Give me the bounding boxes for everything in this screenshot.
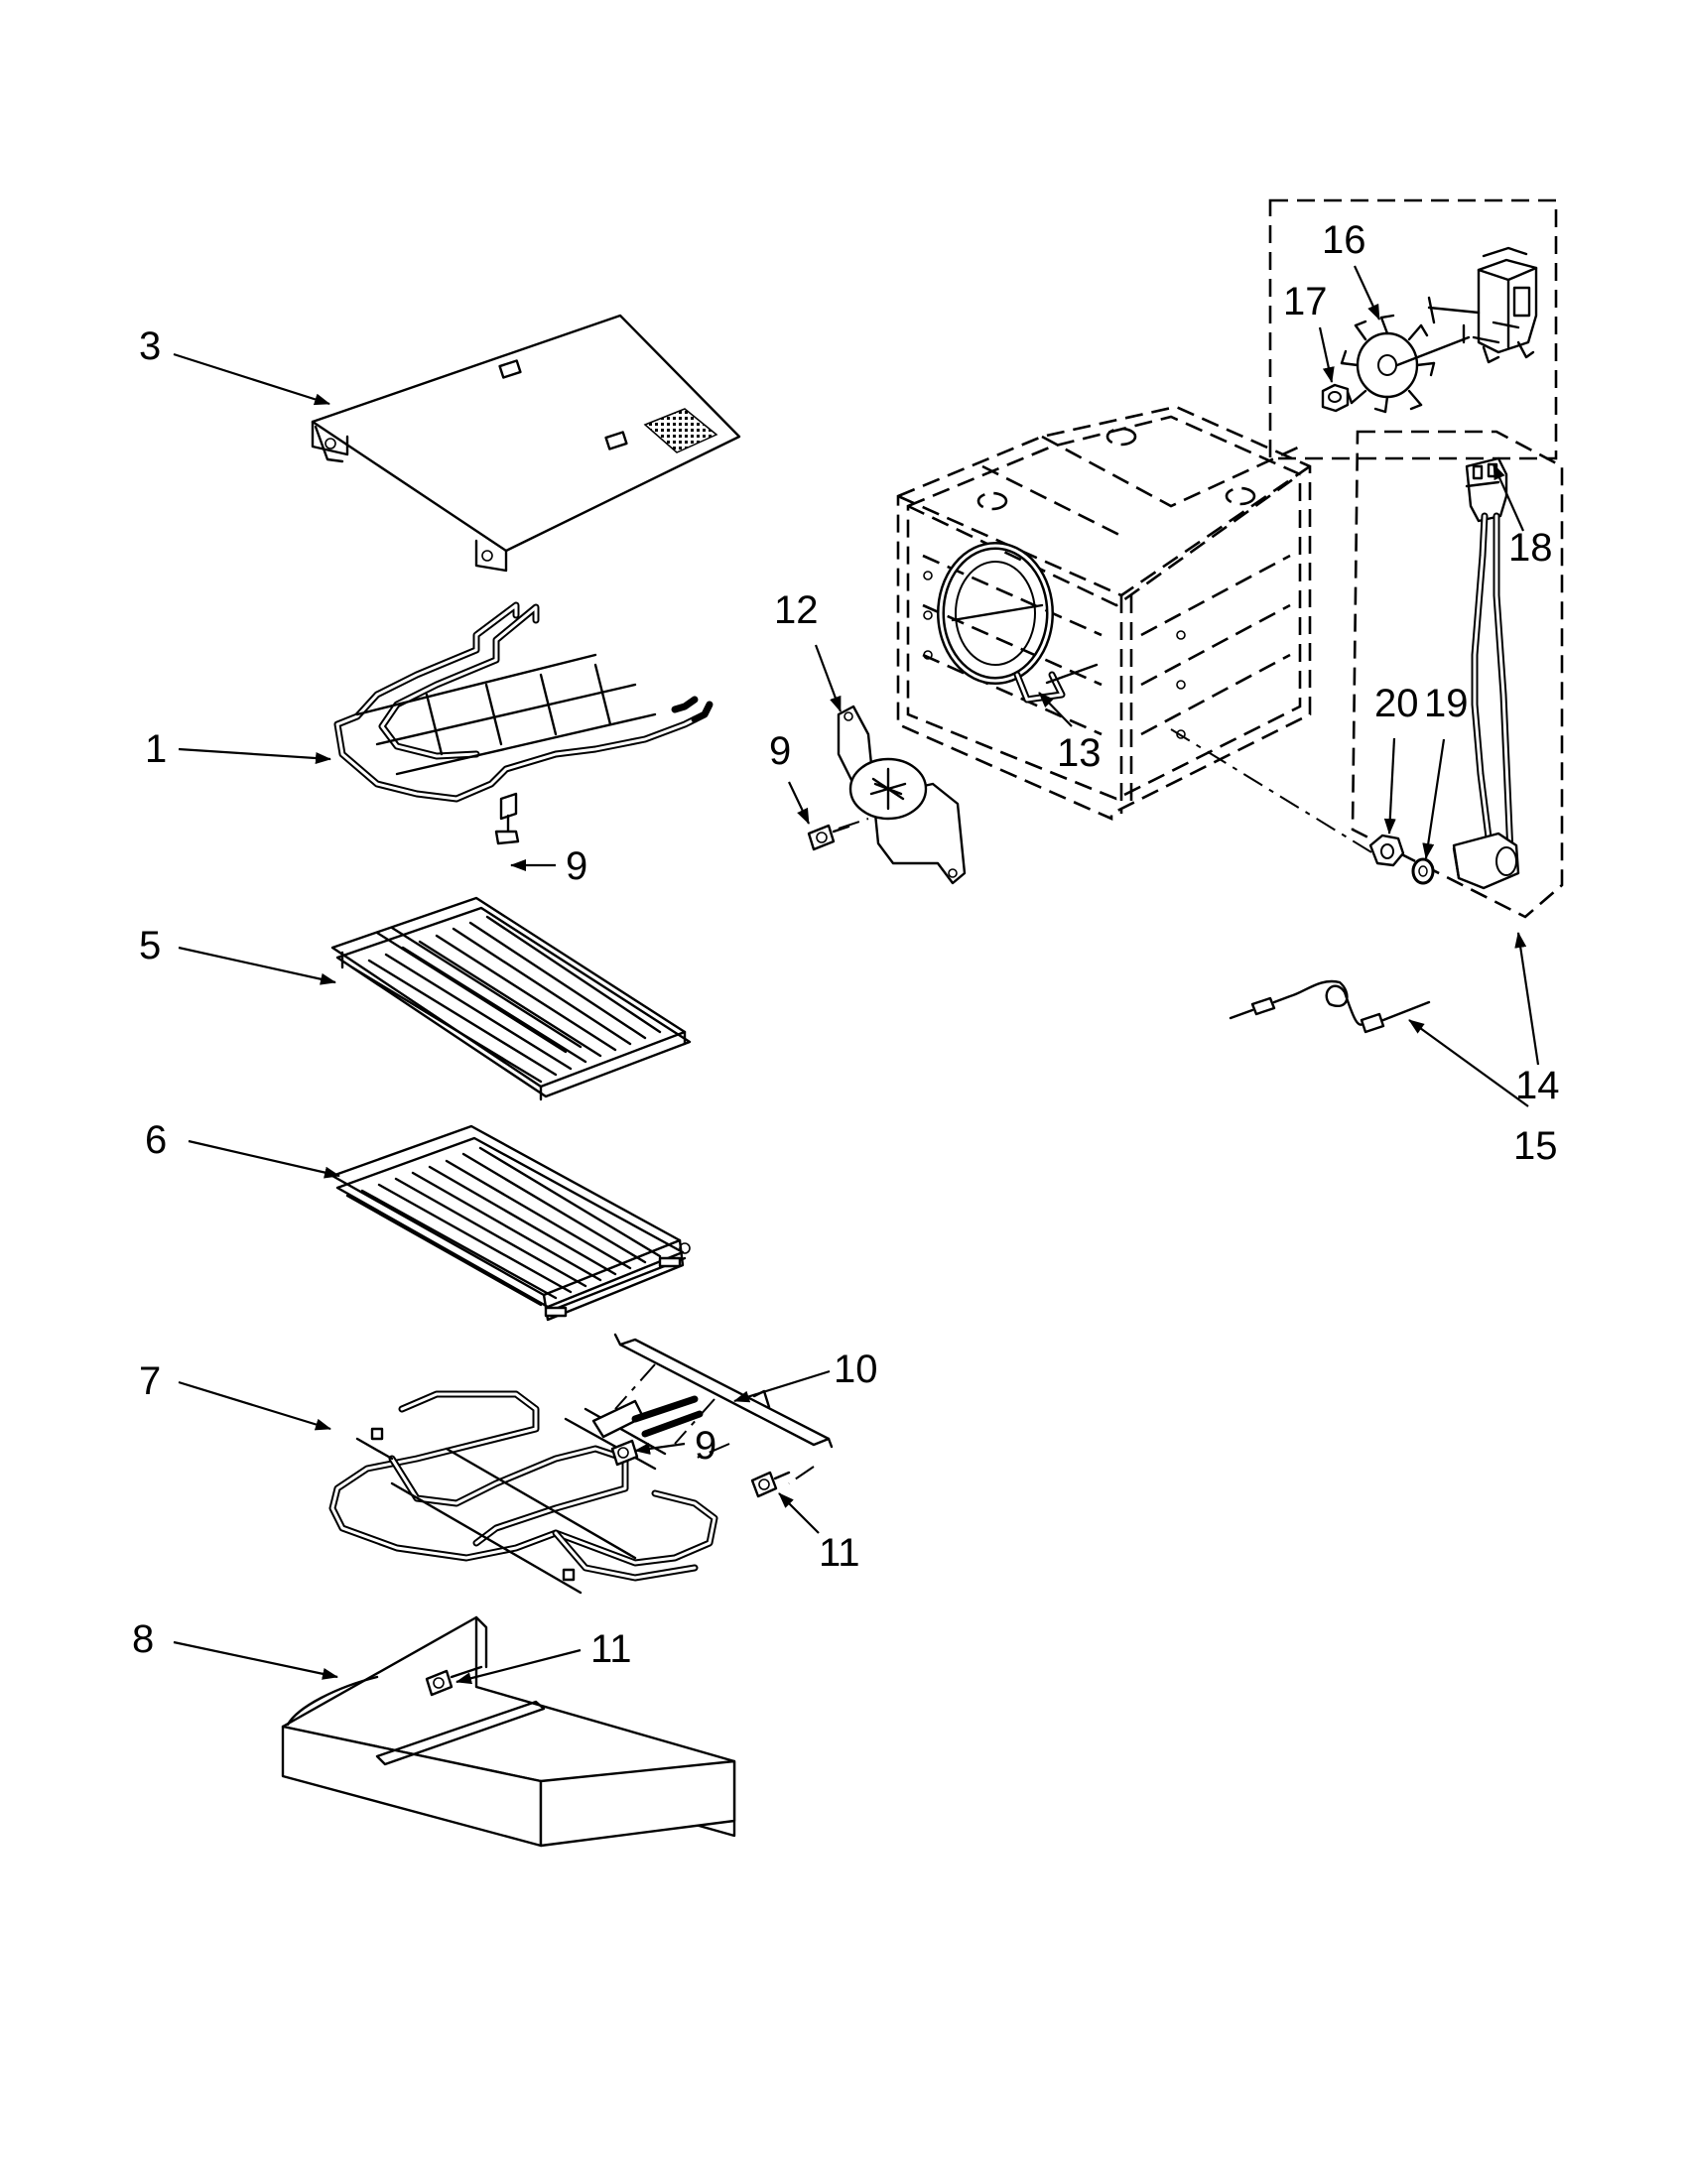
callout-3: 3 [139, 324, 161, 368]
part-screw-9-baffle [807, 824, 850, 851]
leader-lines [173, 265, 1540, 1685]
part-nut-20 [1368, 834, 1405, 867]
part-extension-rack [330, 1124, 691, 1322]
part-screw-11-upper [750, 1471, 791, 1498]
callout-20: 20 [1374, 682, 1419, 725]
callout-12: 12 [774, 588, 819, 632]
assembly-14-box [1351, 430, 1564, 919]
callout-15: 15 [1513, 1124, 1558, 1168]
part-fan-blade [1340, 314, 1471, 414]
part-element-bracket [613, 1333, 834, 1484]
callout-11: 11 [819, 1531, 860, 1575]
callout-1: 1 [145, 727, 167, 771]
part-fan-baffle [837, 705, 967, 885]
callout-10: 10 [834, 1348, 878, 1391]
callout-8: 8 [132, 1617, 154, 1661]
part-washer-19 [1411, 857, 1435, 885]
part-lower-element [328, 1390, 718, 1595]
callout-17: 17 [1283, 280, 1328, 323]
callout-13: 13 [1057, 731, 1102, 775]
part-oven-rack [330, 896, 692, 1101]
callout-18: 18 [1508, 526, 1553, 570]
callout-16: 16 [1322, 218, 1366, 262]
callout-11: 11 [590, 1627, 632, 1671]
part-convection-motor [1427, 246, 1538, 364]
callout-14: 14 [1515, 1064, 1560, 1107]
part-nut-17 [1321, 383, 1350, 413]
part-convection-element [937, 542, 1099, 704]
part-upper-element [333, 601, 714, 845]
callout-7: 7 [139, 1359, 161, 1403]
callout-9: 9 [566, 844, 587, 888]
callout-labels: 3 1 9 5 6 7 9 10 11 8 11 12 9 13 16 17 1… [132, 218, 1560, 1671]
callout-9: 9 [769, 729, 791, 773]
assembly-18-box [1268, 198, 1558, 460]
callout-6: 6 [145, 1118, 167, 1162]
part-meat-probe [1229, 979, 1431, 1034]
callout-5: 5 [139, 924, 161, 967]
callout-19: 19 [1424, 682, 1469, 725]
part-bottom-panel [281, 1615, 736, 1848]
part-top-cover [311, 314, 741, 573]
callout-9: 9 [695, 1424, 716, 1468]
part-sensor [1452, 456, 1520, 890]
part-oven-cavity [896, 405, 1390, 864]
